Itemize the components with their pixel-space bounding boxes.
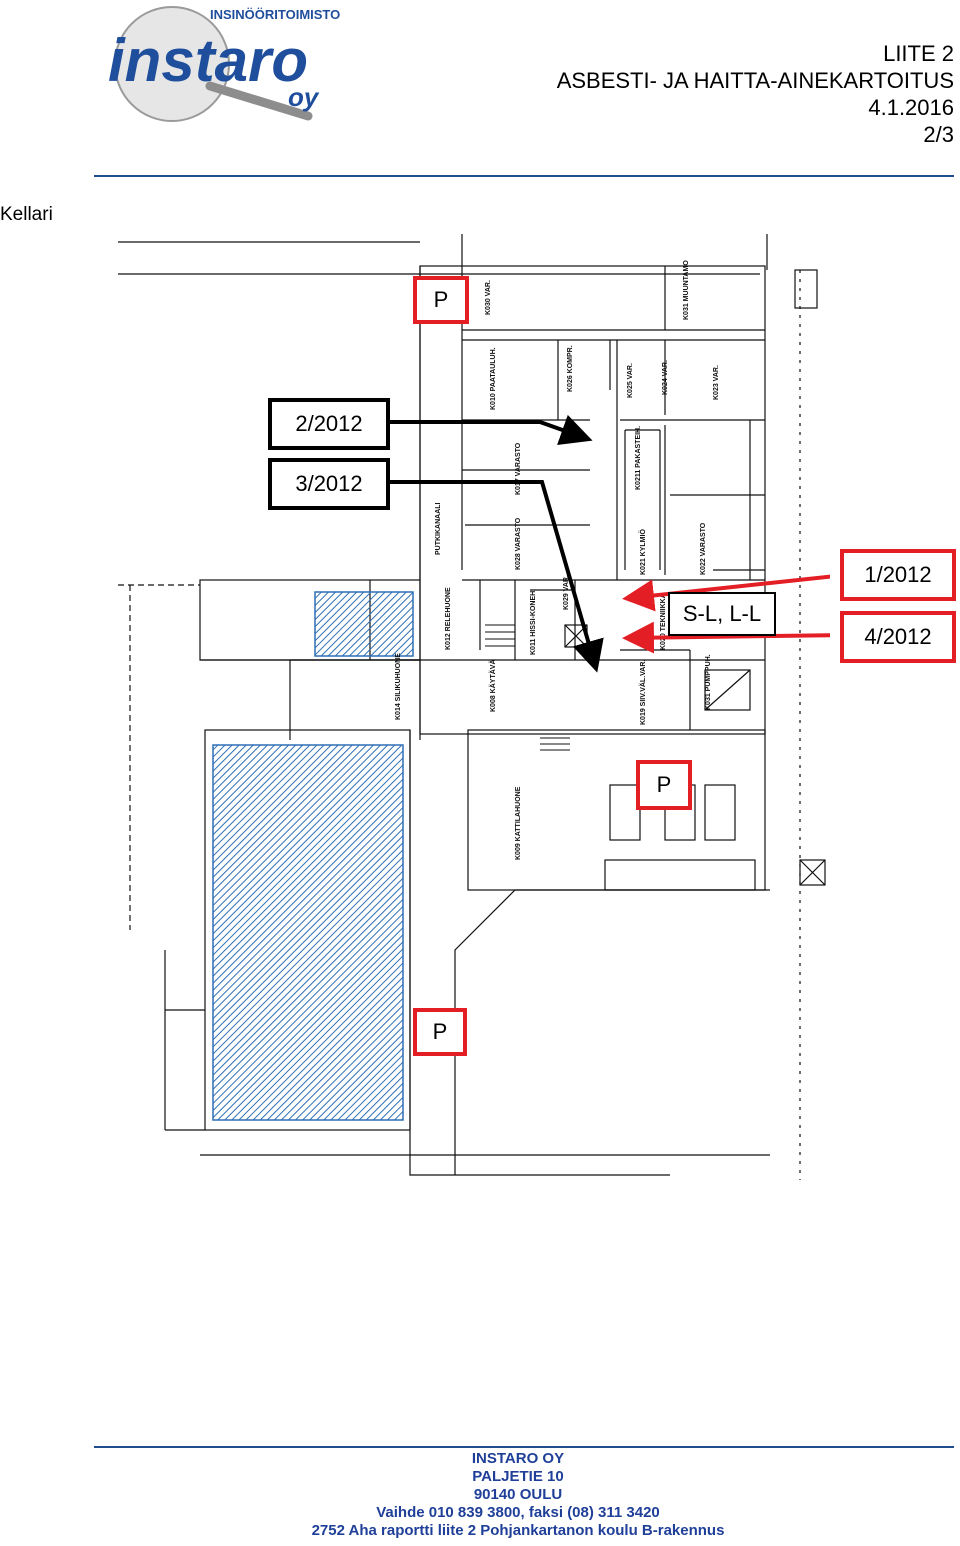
arrow-1-2012 (622, 574, 830, 612)
room-k020: K020 TEKNIIKKA (660, 593, 667, 650)
label-p-mid: P (636, 760, 692, 810)
logo-circle (114, 6, 230, 122)
arrow-3-2012 (390, 480, 604, 673)
arrow-4-2012 (622, 621, 830, 654)
document-title: ASBESTI- JA HAITTA-AINEKARTOITUS (556, 68, 954, 93)
footer-city: 90140 OULU (473, 1486, 563, 1503)
room-k031b: K031 PUMPPUH. (705, 654, 712, 710)
room-k026: K026 KOMPR. (567, 345, 574, 392)
footer-report: 2752 Aha raportti liite 2 Pohjankartanon… (311, 1522, 725, 1539)
label-p-top: P (413, 276, 469, 324)
logo-brand: instaro (108, 27, 308, 94)
room-k025: K025 VAR. (627, 363, 634, 398)
room-labels: K030 VAR. K031 MUUNTAMO K010 PAATAULUH. … (395, 260, 720, 860)
arrow-2-2012 (390, 414, 593, 446)
section-label: Kellari (0, 204, 53, 225)
room-k024: K024 VAR. (662, 360, 669, 395)
room-k023: K023 VAR. (713, 365, 720, 400)
footer-contact: Vaihde 010 839 3800, faksi (08) 311 3420 (376, 1504, 660, 1521)
instaro-logo: INSINÖÖRITOIMISTO instaro oy (108, 6, 340, 122)
footer-street: PALJETIE 10 (472, 1468, 564, 1485)
label-sample-4-2012: 4/2012 (840, 611, 956, 663)
room-k019: K019 SIIV.VÄL.VAR. (639, 660, 647, 725)
room-putkikanaali: PUTKIKANAALI (435, 502, 442, 555)
logo-tagline: INSINÖÖRITOIMISTO (210, 7, 340, 22)
document-date: 4.1.2016 (868, 95, 954, 120)
floor-plan: K030 VAR. K031 MUUNTAMO K010 PAATAULUH. … (118, 234, 830, 1180)
room-k031: K031 MUUNTAMO (683, 260, 690, 320)
footer-rule (94, 1446, 954, 1448)
room-k021: K021 KYLMIÖ (638, 529, 647, 575)
footer-company: INSTARO OY (471, 1450, 565, 1467)
hatched-area-upper (314, 591, 414, 657)
room-k028: K028 VARASTO (515, 517, 522, 570)
room-k030: K030 VAR. (485, 280, 492, 315)
room-k010: K010 PAATAULUH. (490, 347, 497, 410)
hatched-area-lower (212, 744, 404, 1121)
room-k008: K008 KÄYTÄVÄ (489, 659, 497, 712)
room-k014: K014 SILIKUHUONE (395, 653, 402, 720)
room-k0211: K0211 PAKASTEIH. (635, 426, 642, 490)
logo-suffix: oy (288, 82, 320, 112)
room-k017: K017 VARASTO (515, 442, 522, 495)
appendix-label: LIITE 2 (883, 41, 954, 66)
room-k009: K009 KATTILAHUONE (515, 786, 522, 860)
page-number: 2/3 (923, 122, 954, 147)
label-sample-1-2012: 1/2012 (840, 549, 956, 601)
room-k011: K011 HISSI-KONEH. (530, 589, 537, 655)
room-k022: K022 VARASTO (700, 522, 707, 575)
header-rule (94, 175, 954, 177)
label-sample-2-2012: 2/2012 (268, 398, 390, 450)
room-k029: K029 VAR. (563, 575, 570, 610)
room-k012: K012 RELEHUONE (445, 587, 452, 650)
label-sample-3-2012: 3/2012 (268, 458, 390, 510)
label-p-bottom: P (413, 1008, 467, 1056)
logo-magnifier-handle (205, 81, 313, 121)
label-sl-ll: S-L, L-L (668, 592, 776, 636)
